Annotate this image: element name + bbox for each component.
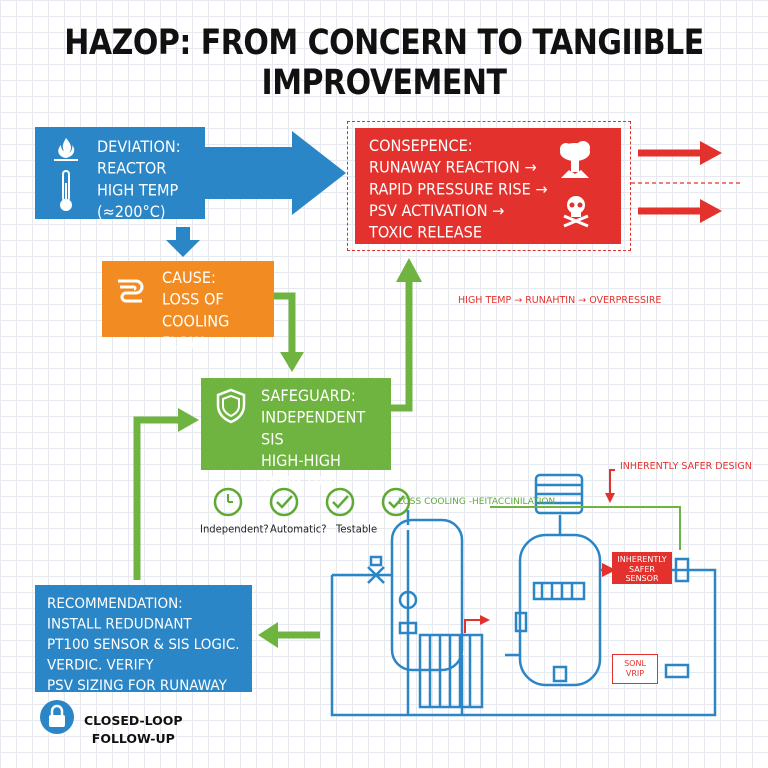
thermometer-icon (60, 170, 72, 211)
check-icon (269, 487, 299, 517)
fire-icon (54, 138, 78, 161)
valve-icon (514, 611, 528, 633)
sonl-trip-line: VRIP (625, 669, 645, 678)
consequence-out-arrow-1 (700, 141, 722, 165)
safeguard-line: HIGH-HIGH (261, 452, 341, 471)
shield-icon (216, 388, 246, 424)
valve-icon (367, 566, 385, 584)
loss-cooling-label: LOSS COOLING -HEITACCINILATION (398, 497, 556, 507)
check-label-independent: Independent? (200, 523, 269, 536)
feedback-loop-head (178, 408, 199, 432)
cause-heading: CAUSE: (162, 270, 216, 288)
cause-text: CAUSE: LOSS OF COOLING FLOW (162, 268, 274, 354)
recommendation-line: PT100 SENSOR & SIS LOGIC. (47, 636, 240, 654)
recommendation-line: PSV SIZING FOR RUNAWAY (47, 677, 227, 695)
recommendation-line: VERDIC. VERIFY (47, 656, 154, 674)
check-label-automatic: Automatic? (270, 523, 327, 536)
safeguard-line: INDEPENDENT SIS (261, 409, 366, 449)
pid-schematic (330, 469, 717, 717)
escalation-path-label: HIGH TEMP → RUNAHTIN → OVERPRESSIRE (458, 295, 662, 306)
isd-arrow-icon (602, 563, 616, 577)
recommendation-text: RECOMMENDATION: INSTALL REDUDNANT PT100 … (47, 594, 252, 697)
inherently-safer-sensor-box: INHERENTLY SAFER SENSOR (612, 552, 672, 584)
separator-vessel (518, 533, 602, 687)
feedback-loop-line (133, 416, 180, 580)
deviation-line: (≈200°C) (97, 203, 166, 222)
check-icon (381, 487, 411, 517)
page-title: HAZOP: FROM CONCERN TO TANGIIBLE IMPROVE… (64, 22, 704, 104)
lock-icon (40, 700, 74, 734)
sonl-trip-line: SONL (624, 659, 646, 668)
consequence-frame (347, 121, 631, 251)
closed-loop-label: CLOSED-LOOP FOLLOW-UP (84, 712, 183, 748)
consequence-box: CONSEPENCE: RUNAWAY REACTION → RAPID PRE… (355, 128, 621, 244)
deviation-text: DEVIATION: REACTOR HIGH TEMP (≈200°C) (97, 137, 203, 223)
deviation-heading: DEVIATION: (97, 139, 181, 157)
cause-to-safeguard-head (280, 352, 304, 372)
isd-sensor-line: SENSOR (625, 574, 659, 583)
consequence-text: CONSEPENCE: RUNAWAY REACTION → RAPID PRE… (369, 136, 549, 244)
isd-sensor-line: SAFER (629, 564, 655, 574)
closed-loop-line: FOLLOW-UP (91, 731, 175, 746)
deviation-line: HIGH TEMP (97, 182, 179, 200)
recommendation-heading: RECOMMENDATION: (47, 595, 183, 613)
consequence-out-arrow-2 (700, 199, 722, 223)
cause-line: COOLING FLOW (162, 313, 230, 353)
inherently-safer-label: INHERENTLY SAFER DESIGN (620, 461, 752, 472)
deviation-to-cause-arrow (166, 227, 200, 257)
isd-sensor-line: INHERENTLY (617, 555, 667, 564)
consequence-line: PSV ACTIVATION → (369, 202, 505, 221)
reactor-column (390, 518, 464, 672)
cause-to-safeguard-line (274, 292, 296, 356)
safeguard-to-consequence-line (391, 278, 413, 412)
checks-row (213, 487, 411, 517)
consequence-line: TOXIC RELEASE (369, 224, 483, 242)
safeguard-to-consequence-head (396, 258, 422, 282)
cause-line: LOSS OF (162, 291, 224, 310)
clock-check-icon (213, 487, 243, 517)
valve-icon (552, 665, 568, 683)
consequence-line: RAPID PRESSURE RISE → (369, 181, 548, 199)
deviation-box: DEVIATION: REACTOR HIGH TEMP (≈200°C) (35, 127, 205, 221)
safeguard-heading: SAFEGUARD: (261, 388, 356, 406)
check-label-testable: Testable (336, 523, 378, 536)
safeguard-text: SAFEGUARD: INDEPENDENT SIS HIGH-HIGH TEM… (261, 386, 391, 494)
consequence-line: RUNAWAY REACTION → (369, 159, 537, 178)
valve-icon (664, 663, 690, 679)
instrument-signal-line (490, 506, 681, 550)
explosion-icon (560, 141, 590, 178)
process-pipe (330, 568, 717, 717)
recommendation-line: INSTALL REDUDNANT (47, 615, 192, 633)
closed-loop-line: CLOSED-LOOP (84, 713, 183, 728)
safeguard-line: TEMP TRIP (261, 474, 337, 492)
pipe-loop-icon (118, 279, 144, 303)
safeguard-box: SAFEGUARD: INDEPENDENT SIS HIGH-HIGH TEM… (201, 378, 391, 492)
consequence-heading: CONSEPENCE: (369, 138, 473, 156)
valve-icon (674, 557, 690, 583)
recommendation-box: RECOMMENDATION: INSTALL REDUDNANT PT100 … (35, 585, 252, 694)
deviation-to-consequence-arrow (205, 131, 346, 215)
pump-icon (398, 590, 418, 610)
deviation-line: REACTOR (97, 160, 167, 179)
sonl-trip-box: SONL VRIP (612, 654, 658, 684)
pid-to-recommendation-head (258, 622, 278, 648)
cause-box: CAUSE: LOSS OF COOLING FLOW (102, 261, 274, 352)
skull-icon (563, 196, 589, 228)
check-icon (325, 487, 355, 517)
